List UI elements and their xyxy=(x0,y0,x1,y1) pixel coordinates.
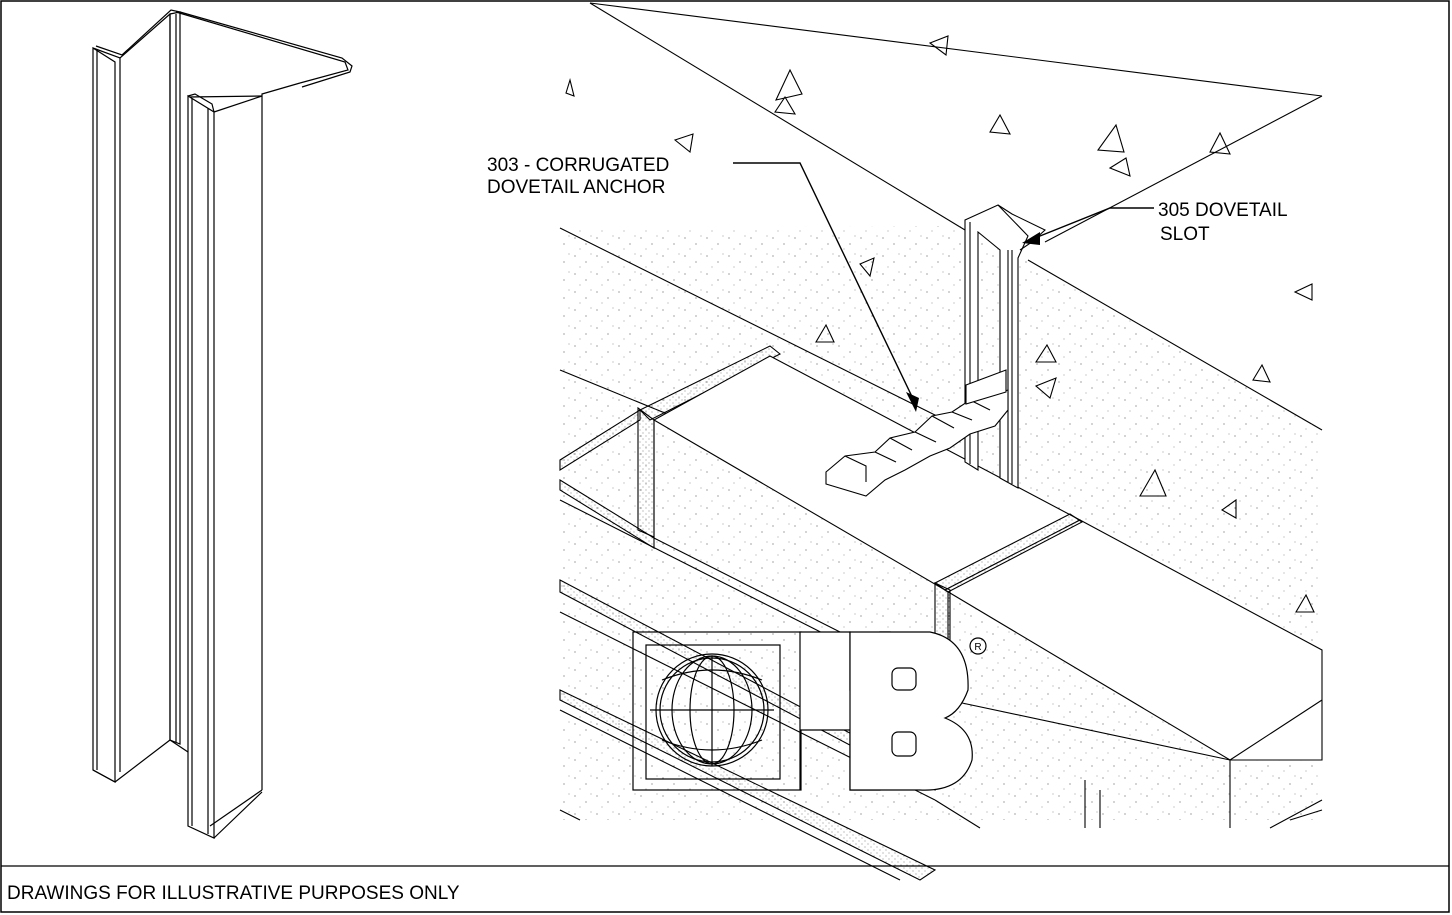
anchor-callout-line1: 303 - CORRUGATED xyxy=(487,155,669,176)
corrugated-dovetail-anchor xyxy=(825,369,1009,497)
slot-callout: 305 DOVETAIL SLOT xyxy=(1022,200,1288,245)
dovetail-slot-channel xyxy=(92,9,353,839)
slot-callout-line2: SLOT xyxy=(1160,224,1210,245)
registered-mark: R xyxy=(974,642,981,653)
anchor-arrowhead xyxy=(906,392,919,412)
anchor-leader-line xyxy=(733,162,917,406)
concrete-aggregate xyxy=(565,35,1315,613)
slot-arrowhead xyxy=(1022,232,1040,245)
anchor-callout-line2: DOVETAIL ANCHOR xyxy=(487,177,665,198)
globe-icon xyxy=(650,653,774,767)
footer-disclaimer: DRAWINGS FOR ILLUSTRATIVE PURPOSES ONLY xyxy=(7,883,460,904)
slot-leader-line xyxy=(1029,207,1154,241)
installed-dovetail-slot xyxy=(964,204,1046,489)
registered-trademark-icon xyxy=(969,637,987,655)
anchor-callout: 303 - CORRUGATED DOVETAIL ANCHOR xyxy=(487,155,919,412)
slot-callout-line1: 305 DOVETAIL xyxy=(1158,200,1288,221)
company-logo: R xyxy=(632,631,987,791)
